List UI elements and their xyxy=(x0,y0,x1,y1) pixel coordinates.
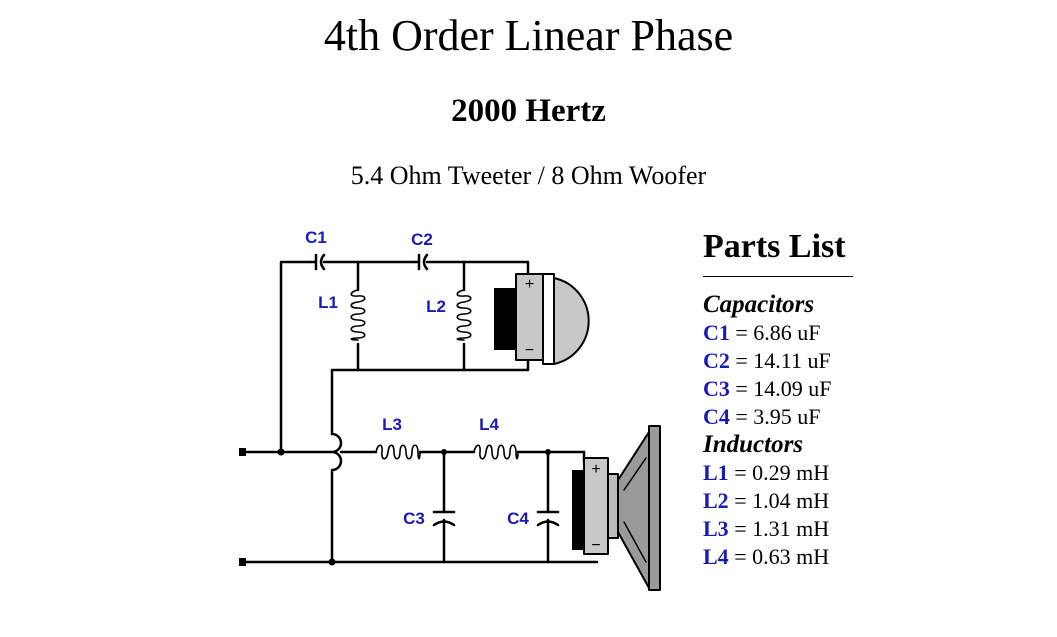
part-row-l4: L4 = 0.63 mH xyxy=(703,543,863,571)
part-value: = 1.31 mH xyxy=(728,516,830,541)
parts-list-divider xyxy=(703,276,853,277)
inductors-heading: Inductors xyxy=(703,431,804,458)
input-terminal-positive xyxy=(239,448,246,456)
part-name: L4 xyxy=(703,544,729,569)
woofer-minus-sign: − xyxy=(591,537,600,554)
tweeter-plus-sign: + xyxy=(525,276,534,293)
input-terminal-negative xyxy=(239,558,246,566)
inductor-l3-coil xyxy=(375,444,421,460)
part-row-c2: C2 = 14.11 uF xyxy=(703,347,863,375)
part-row-c1: C1 = 6.86 uF xyxy=(703,319,863,347)
inductor-l1-coil xyxy=(350,289,366,341)
part-value: = 1.04 mH xyxy=(728,488,830,513)
capacitor-c2-symbol xyxy=(412,253,530,276)
junction-dot xyxy=(545,449,551,455)
tweeter-dome xyxy=(553,277,590,365)
woofer-cone xyxy=(617,431,650,589)
part-name: C4 xyxy=(703,404,730,429)
junction-dot xyxy=(441,449,447,455)
capacitor-c1-symbol xyxy=(308,253,360,271)
part-value: = 0.63 mH xyxy=(728,544,830,569)
label-l2: L2 xyxy=(426,297,446,316)
label-c3: C3 xyxy=(403,509,425,528)
inductor-l4-coil xyxy=(473,444,519,460)
wire-crossover-hop xyxy=(330,432,343,564)
parts-list-title: Parts List xyxy=(703,228,846,265)
woofer-plus-sign: + xyxy=(591,461,600,478)
wire-tweeter-return xyxy=(330,358,530,436)
capacitors-heading: Capacitors xyxy=(703,291,815,318)
driver-impedance-subtitle: 5.4 Ohm Tweeter / 8 Ohm Woofer xyxy=(350,161,707,190)
junction-dot xyxy=(277,448,285,456)
part-value: = 14.09 uF xyxy=(729,376,832,401)
part-value: = 6.86 uF xyxy=(729,320,821,345)
capacitor-c4-symbol xyxy=(536,450,560,564)
tweeter-magnet xyxy=(494,288,516,350)
label-l1: L1 xyxy=(318,293,338,312)
part-row-c4: C4 = 3.95 uF xyxy=(703,403,863,431)
parts-list: Parts List Capacitors C1 = 6.86 uF C2 = … xyxy=(703,226,863,571)
label-c2: C2 xyxy=(411,230,433,249)
tweeter-driver: + − xyxy=(494,273,590,365)
label-c4: C4 xyxy=(507,509,529,528)
crossover-frequency: 2000 Hertz xyxy=(451,93,606,129)
part-row-c3: C3 = 14.09 uF xyxy=(703,375,863,403)
part-row-l2: L2 = 1.04 mH xyxy=(703,487,863,515)
part-name: C1 xyxy=(703,320,730,345)
tweeter-terminal-block xyxy=(515,273,544,361)
junction-dot xyxy=(328,558,336,566)
part-value: = 14.11 uF xyxy=(729,348,831,373)
inductor-l2-coil xyxy=(456,289,472,341)
crossover-schematic: + − + − C1 C2 L1 L2 L3 L4 C3 C4 xyxy=(239,228,661,591)
wire-tweeter-feed xyxy=(279,260,312,454)
woofer-driver: + − xyxy=(572,425,661,591)
tweeter-minus-sign: − xyxy=(525,342,534,359)
part-value: = 0.29 mH xyxy=(728,460,830,485)
part-name: C3 xyxy=(703,376,730,401)
label-c1: C1 xyxy=(305,228,327,247)
part-name: L1 xyxy=(703,460,729,485)
page-title: 4th Order Linear Phase xyxy=(323,11,734,60)
capacitor-c3-symbol xyxy=(432,450,456,564)
part-name: C2 xyxy=(703,348,730,373)
part-name: L2 xyxy=(703,488,729,513)
part-name: L3 xyxy=(703,516,729,541)
woofer-frame xyxy=(648,425,661,591)
woofer-terminal-block xyxy=(583,457,609,555)
part-row-l3: L3 = 1.31 mH xyxy=(703,515,863,543)
part-row-l1: L1 = 0.29 mH xyxy=(703,459,863,487)
label-l4: L4 xyxy=(479,415,499,434)
label-l3: L3 xyxy=(382,415,402,434)
part-value: = 3.95 uF xyxy=(729,404,821,429)
